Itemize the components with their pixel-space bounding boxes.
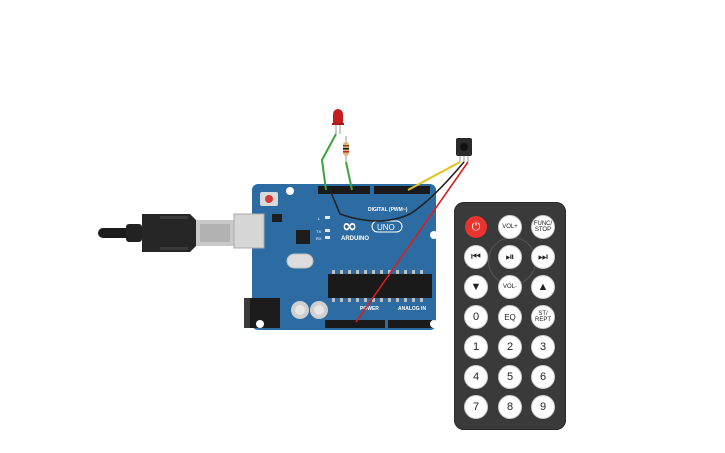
digit-5-button[interactable]: 5 xyxy=(499,366,521,388)
analog-label: ANALOG IN xyxy=(398,306,426,312)
down-button[interactable]: ▼ xyxy=(465,276,487,298)
power-header[interactable] xyxy=(325,320,385,328)
l-label: L xyxy=(318,216,321,221)
ir-receiver[interactable] xyxy=(456,138,472,162)
analog-header[interactable] xyxy=(388,320,432,328)
digit-8-button[interactable]: 8 xyxy=(499,396,521,418)
func-stop-button[interactable]: FUNC/ STOP xyxy=(532,216,554,238)
vol-up-button[interactable]: VOL+ xyxy=(499,216,521,238)
digit-7-button[interactable]: 7 xyxy=(465,396,487,418)
up-button[interactable]: ▲ xyxy=(532,276,554,298)
resistor[interactable] xyxy=(343,136,349,162)
arduino-logo: ∞ xyxy=(342,216,357,237)
st-rept-button[interactable]: ST/ REPT xyxy=(532,306,554,328)
digital-header-left[interactable] xyxy=(318,186,370,194)
vol-down-button[interactable]: VOL- xyxy=(499,276,521,298)
digit-4-button[interactable]: 4 xyxy=(465,366,487,388)
usb-cable[interactable] xyxy=(98,214,234,252)
brand-label: ARDUINO xyxy=(341,236,369,242)
digit-3-button[interactable]: 3 xyxy=(532,336,554,358)
digit-0-button[interactable]: 0 xyxy=(465,306,487,328)
rx-label: RX xyxy=(316,236,322,241)
eq-button[interactable]: EQ xyxy=(499,306,521,328)
wires[interactable] xyxy=(320,133,469,323)
yellow-wire xyxy=(407,161,461,191)
digital-header-right[interactable] xyxy=(374,186,430,194)
black-wire xyxy=(329,161,465,222)
digit-1-button[interactable]: 1 xyxy=(465,336,487,358)
power-button[interactable]: ⏻ xyxy=(465,216,487,238)
digital-label: DIGITAL (PWM~) xyxy=(368,207,408,213)
power-label: POWER xyxy=(360,306,379,312)
green-wire-led xyxy=(320,133,337,191)
play-pause-button[interactable]: ⏯ xyxy=(499,246,521,268)
red-wire xyxy=(355,161,469,323)
digit-2-button[interactable]: 2 xyxy=(499,336,521,358)
prev-button[interactable]: ⏮ xyxy=(465,246,487,268)
digit-9-button[interactable]: 9 xyxy=(532,396,554,418)
red-led[interactable] xyxy=(332,109,344,134)
next-button[interactable]: ⏭ xyxy=(532,246,554,268)
green-wire-resistor xyxy=(345,161,353,191)
model-label: UNO xyxy=(377,223,395,232)
tx-label: TX xyxy=(316,229,321,234)
digit-6-button[interactable]: 6 xyxy=(532,366,554,388)
